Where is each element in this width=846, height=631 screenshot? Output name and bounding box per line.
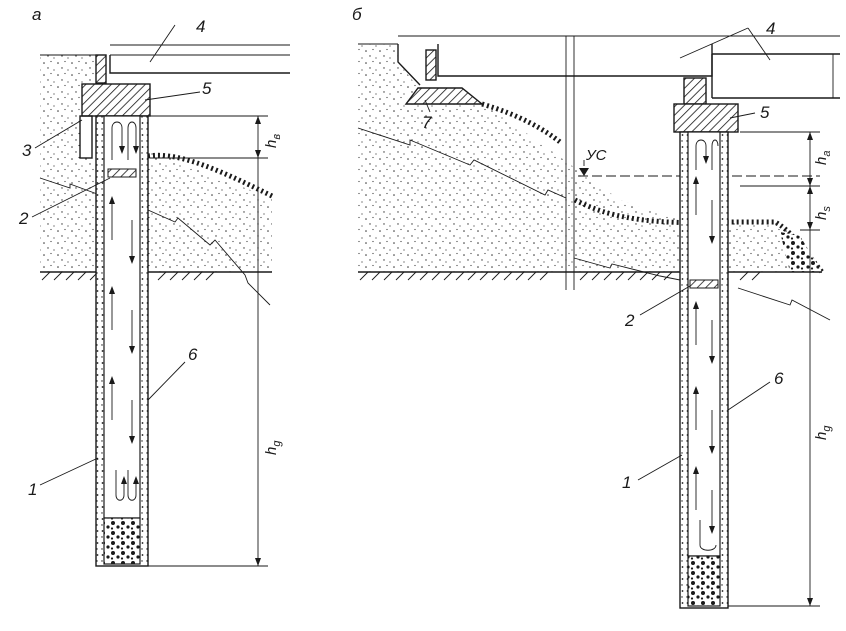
panel-b-cap-7 <box>404 87 484 105</box>
panel-a-letter: а <box>32 5 41 24</box>
panel-a: а 4 5 3 2 6 1 hв hg <box>18 5 290 567</box>
panel-b-dim-hs: hs <box>813 206 833 220</box>
panel-b-label-2: 2 <box>624 311 635 330</box>
panel-a-label-4: 4 <box>196 17 205 36</box>
panel-b-label-5: 5 <box>760 103 770 122</box>
panel-b-beam-left <box>437 44 713 77</box>
panel-a-label-5: 5 <box>202 79 212 98</box>
panel-a-plug <box>107 168 137 178</box>
panel-a-soil-left <box>40 55 108 272</box>
panel-a-pile-toe <box>103 517 141 565</box>
panel-a-flow-arrows <box>111 121 137 501</box>
panel-a-soil-right <box>148 148 272 272</box>
panel-a-wall-post <box>95 54 107 84</box>
panel-b-pile-bore <box>687 131 721 557</box>
panel-a-dimension-lines <box>140 115 268 567</box>
panel-b-label-4: 4 <box>766 19 775 38</box>
panel-b-pile-toe <box>687 555 721 607</box>
panel-b-water-level-marker <box>579 168 589 176</box>
panel-a-pile-cap <box>81 83 151 117</box>
panel-a-beam <box>109 55 290 74</box>
panel-a-side-plate <box>79 115 93 159</box>
panel-b-water-level-label: УС <box>585 147 607 164</box>
panel-a-pile-bore <box>103 115 141 519</box>
panel-b-dim-ha: ha <box>813 151 833 165</box>
panel-b-label-6: 6 <box>774 369 784 388</box>
panel-b-soil-left <box>358 44 680 272</box>
panel-a-leaders <box>31 24 201 486</box>
panel-a-gravel-slope <box>147 152 274 199</box>
panel-a-label-6: 6 <box>188 345 198 364</box>
panel-b-dimension-lines <box>728 131 820 607</box>
panel-b-pile-cap <box>673 103 739 133</box>
panel-b-letter: б <box>352 5 363 24</box>
panel-b: б 4 5 7 2 6 1 УС ha hs hg <box>352 5 840 609</box>
panel-b-dim-hg: hg <box>813 425 833 440</box>
panel-a-label-2: 2 <box>18 209 29 228</box>
panel-a-dim-hg: hg <box>263 440 283 455</box>
panel-b-plug <box>689 279 719 289</box>
panel-b-label-7: 7 <box>422 113 432 132</box>
panel-b-ground-hatch <box>359 271 761 281</box>
panel-b-label-1: 1 <box>622 473 631 492</box>
panel-a-label-3: 3 <box>22 141 32 160</box>
panel-a-label-1: 1 <box>28 480 37 499</box>
panel-b-beam-right <box>711 53 840 99</box>
panel-a-dim-ha: hв <box>263 134 283 148</box>
panel-b-flow-arrows <box>695 139 719 551</box>
panel-b-wall-post <box>683 77 707 105</box>
panel-b-leaders <box>424 27 771 481</box>
